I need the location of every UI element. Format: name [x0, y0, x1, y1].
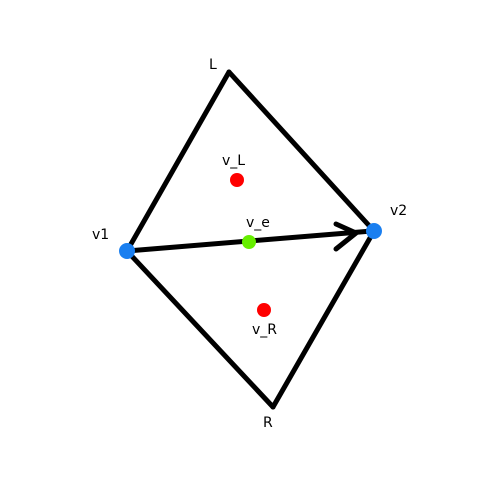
- face-center-v_R: [257, 303, 271, 317]
- edge-v1-R: [124, 248, 276, 410]
- edge-midpoint-v_e: [242, 235, 256, 249]
- edge-R-v2: [270, 228, 377, 410]
- edge-L-v2: [226, 69, 377, 234]
- label-L: L: [209, 57, 217, 73]
- face-center-v_L: [230, 173, 244, 187]
- label-v1: v1: [92, 227, 109, 243]
- label-R: R: [263, 415, 273, 431]
- label-v_R: v_R: [252, 322, 277, 338]
- label-v_L: v_L: [222, 153, 245, 169]
- label-v_e: v_e: [246, 215, 270, 231]
- vertex-v1: [119, 243, 135, 259]
- arrowhead: [333, 221, 359, 252]
- edge-v1-L: [124, 69, 232, 254]
- label-v2: v2: [390, 203, 407, 219]
- vertex-v2: [366, 223, 382, 239]
